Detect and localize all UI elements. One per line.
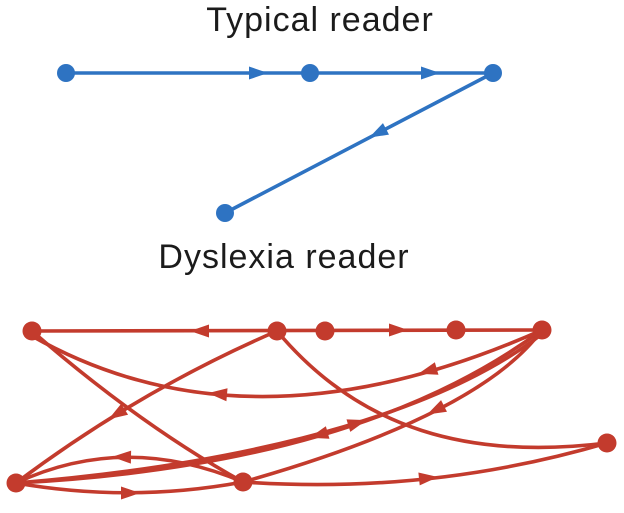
dyslexia-fixation-dot: [597, 433, 617, 453]
dyslexia-saccade-path: [241, 328, 544, 484]
dyslexia-saccade-path: [30, 328, 544, 399]
typical-saccade-arrowhead: [369, 123, 389, 138]
typical-saccade-arrowhead: [421, 66, 440, 80]
dyslexia-saccade-arrowhead: [389, 323, 408, 337]
dyslexia-saccade-arrowhead: [112, 450, 132, 464]
dyslexia-saccade-arrowhead: [418, 472, 438, 486]
dyslexia-saccade-arrowhead: [208, 388, 228, 402]
typical-fixation-dot: [57, 64, 75, 82]
typical-saccade-path: [223, 71, 495, 215]
dyslexia-fixation-dot: [22, 321, 42, 341]
dyslexia-fixation-dot: [6, 473, 26, 493]
dyslexia-fixation-dot: [267, 321, 287, 341]
dyslexia-fixation-dot: [233, 472, 253, 492]
dyslexia-fixation-dot: [315, 321, 335, 341]
dyslexia-saccade-arrowhead: [418, 362, 439, 375]
dyslexia-saccade-path: [275, 329, 609, 450]
dyslexia-saccade-arrowhead: [190, 324, 209, 338]
dyslexia-saccade-arrowhead: [121, 486, 140, 500]
dyslexia-saccade-arrowhead: [346, 419, 367, 432]
typical-saccade-arrowhead: [249, 66, 268, 80]
typical-fixation-dot: [216, 204, 234, 222]
typical-fixation-dot: [301, 64, 319, 82]
typical-fixation-dot: [484, 64, 502, 82]
dyslexia-fixation-dot: [532, 320, 552, 340]
dyslexia-fixation-dot: [446, 320, 466, 340]
dyslexia-saccade-arrowhead: [108, 403, 129, 420]
dyslexia-saccade-path: [14, 332, 544, 485]
dyslexia-saccade-path: [30, 328, 544, 333]
dyslexia-saccade-arrowhead: [427, 400, 447, 415]
dyslexia-saccade-path: [14, 329, 279, 485]
typical-reader-title: Typical reader: [206, 1, 434, 39]
dyslexia-reader-title: Dyslexia reader: [158, 238, 410, 276]
dyslexia-saccade-path: [30, 329, 245, 484]
dyslexia-saccade-arrowhead: [309, 426, 330, 439]
